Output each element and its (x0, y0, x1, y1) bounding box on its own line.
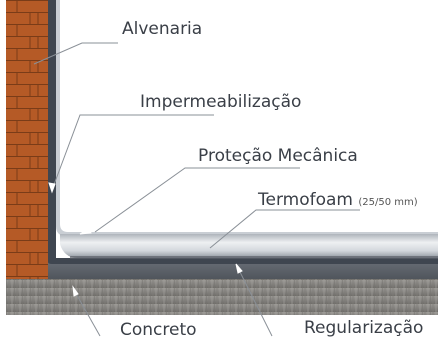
leader-regularizacao (237, 267, 273, 337)
leader-concreto (73, 289, 101, 337)
masonry-wall (6, 0, 48, 283)
leader-termofoam (209, 209, 360, 249)
label-termofoam-name: Termofoam (258, 190, 353, 210)
label-termofoam: Termofoam (25/50 mm) (258, 192, 418, 209)
concrete-slab (6, 279, 438, 315)
label-alvenaria: Alvenaria (122, 19, 203, 39)
insulation-board (60, 234, 438, 258)
membrane-bend (48, 258, 438, 264)
insulation-shadow (70, 256, 438, 259)
arrowhead-impermeabilizacao (48, 182, 56, 194)
label-termofoam-thickness: (25/50 mm) (358, 197, 418, 208)
label-protecao-mecanica: Proteção Mecânica (198, 146, 358, 166)
arrowhead-protecao (79, 227, 92, 235)
label-impermeabilizacao: Impermeabilização (140, 92, 302, 112)
arrowhead-concreto (72, 285, 79, 297)
leader-protecao (94, 167, 300, 233)
arrowhead-regularizacao (235, 263, 243, 274)
label-concreto: Concreto (120, 320, 197, 340)
leader-alvenaria (33, 42, 118, 65)
label-regularizacao: Regularização (304, 318, 424, 338)
leader-impermeabilizacao (51, 114, 214, 191)
membrane-vertical (48, 0, 56, 262)
